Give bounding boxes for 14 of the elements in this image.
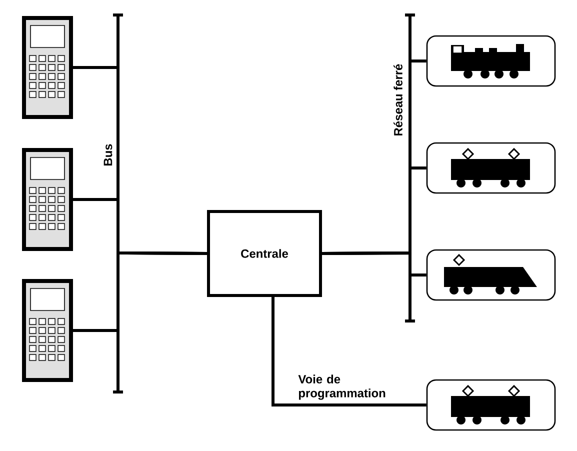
bus-connector (73, 251, 208, 332)
bus-label: Réseau ferré (394, 64, 402, 136)
connector (272, 297, 426, 406)
locomotive-box (426, 142, 556, 194)
locomotive-box (426, 379, 556, 431)
control-box: Centrale (207, 210, 322, 297)
edge-label: Voie de programmation (298, 374, 386, 400)
locomotive-box (426, 35, 556, 87)
locomotive-box (426, 249, 556, 301)
handset-drawing (22, 16, 73, 119)
bus-connector (322, 251, 426, 276)
bus-label: Bus (104, 144, 112, 166)
handset-drawing (22, 148, 73, 251)
handset-drawing (22, 279, 73, 382)
